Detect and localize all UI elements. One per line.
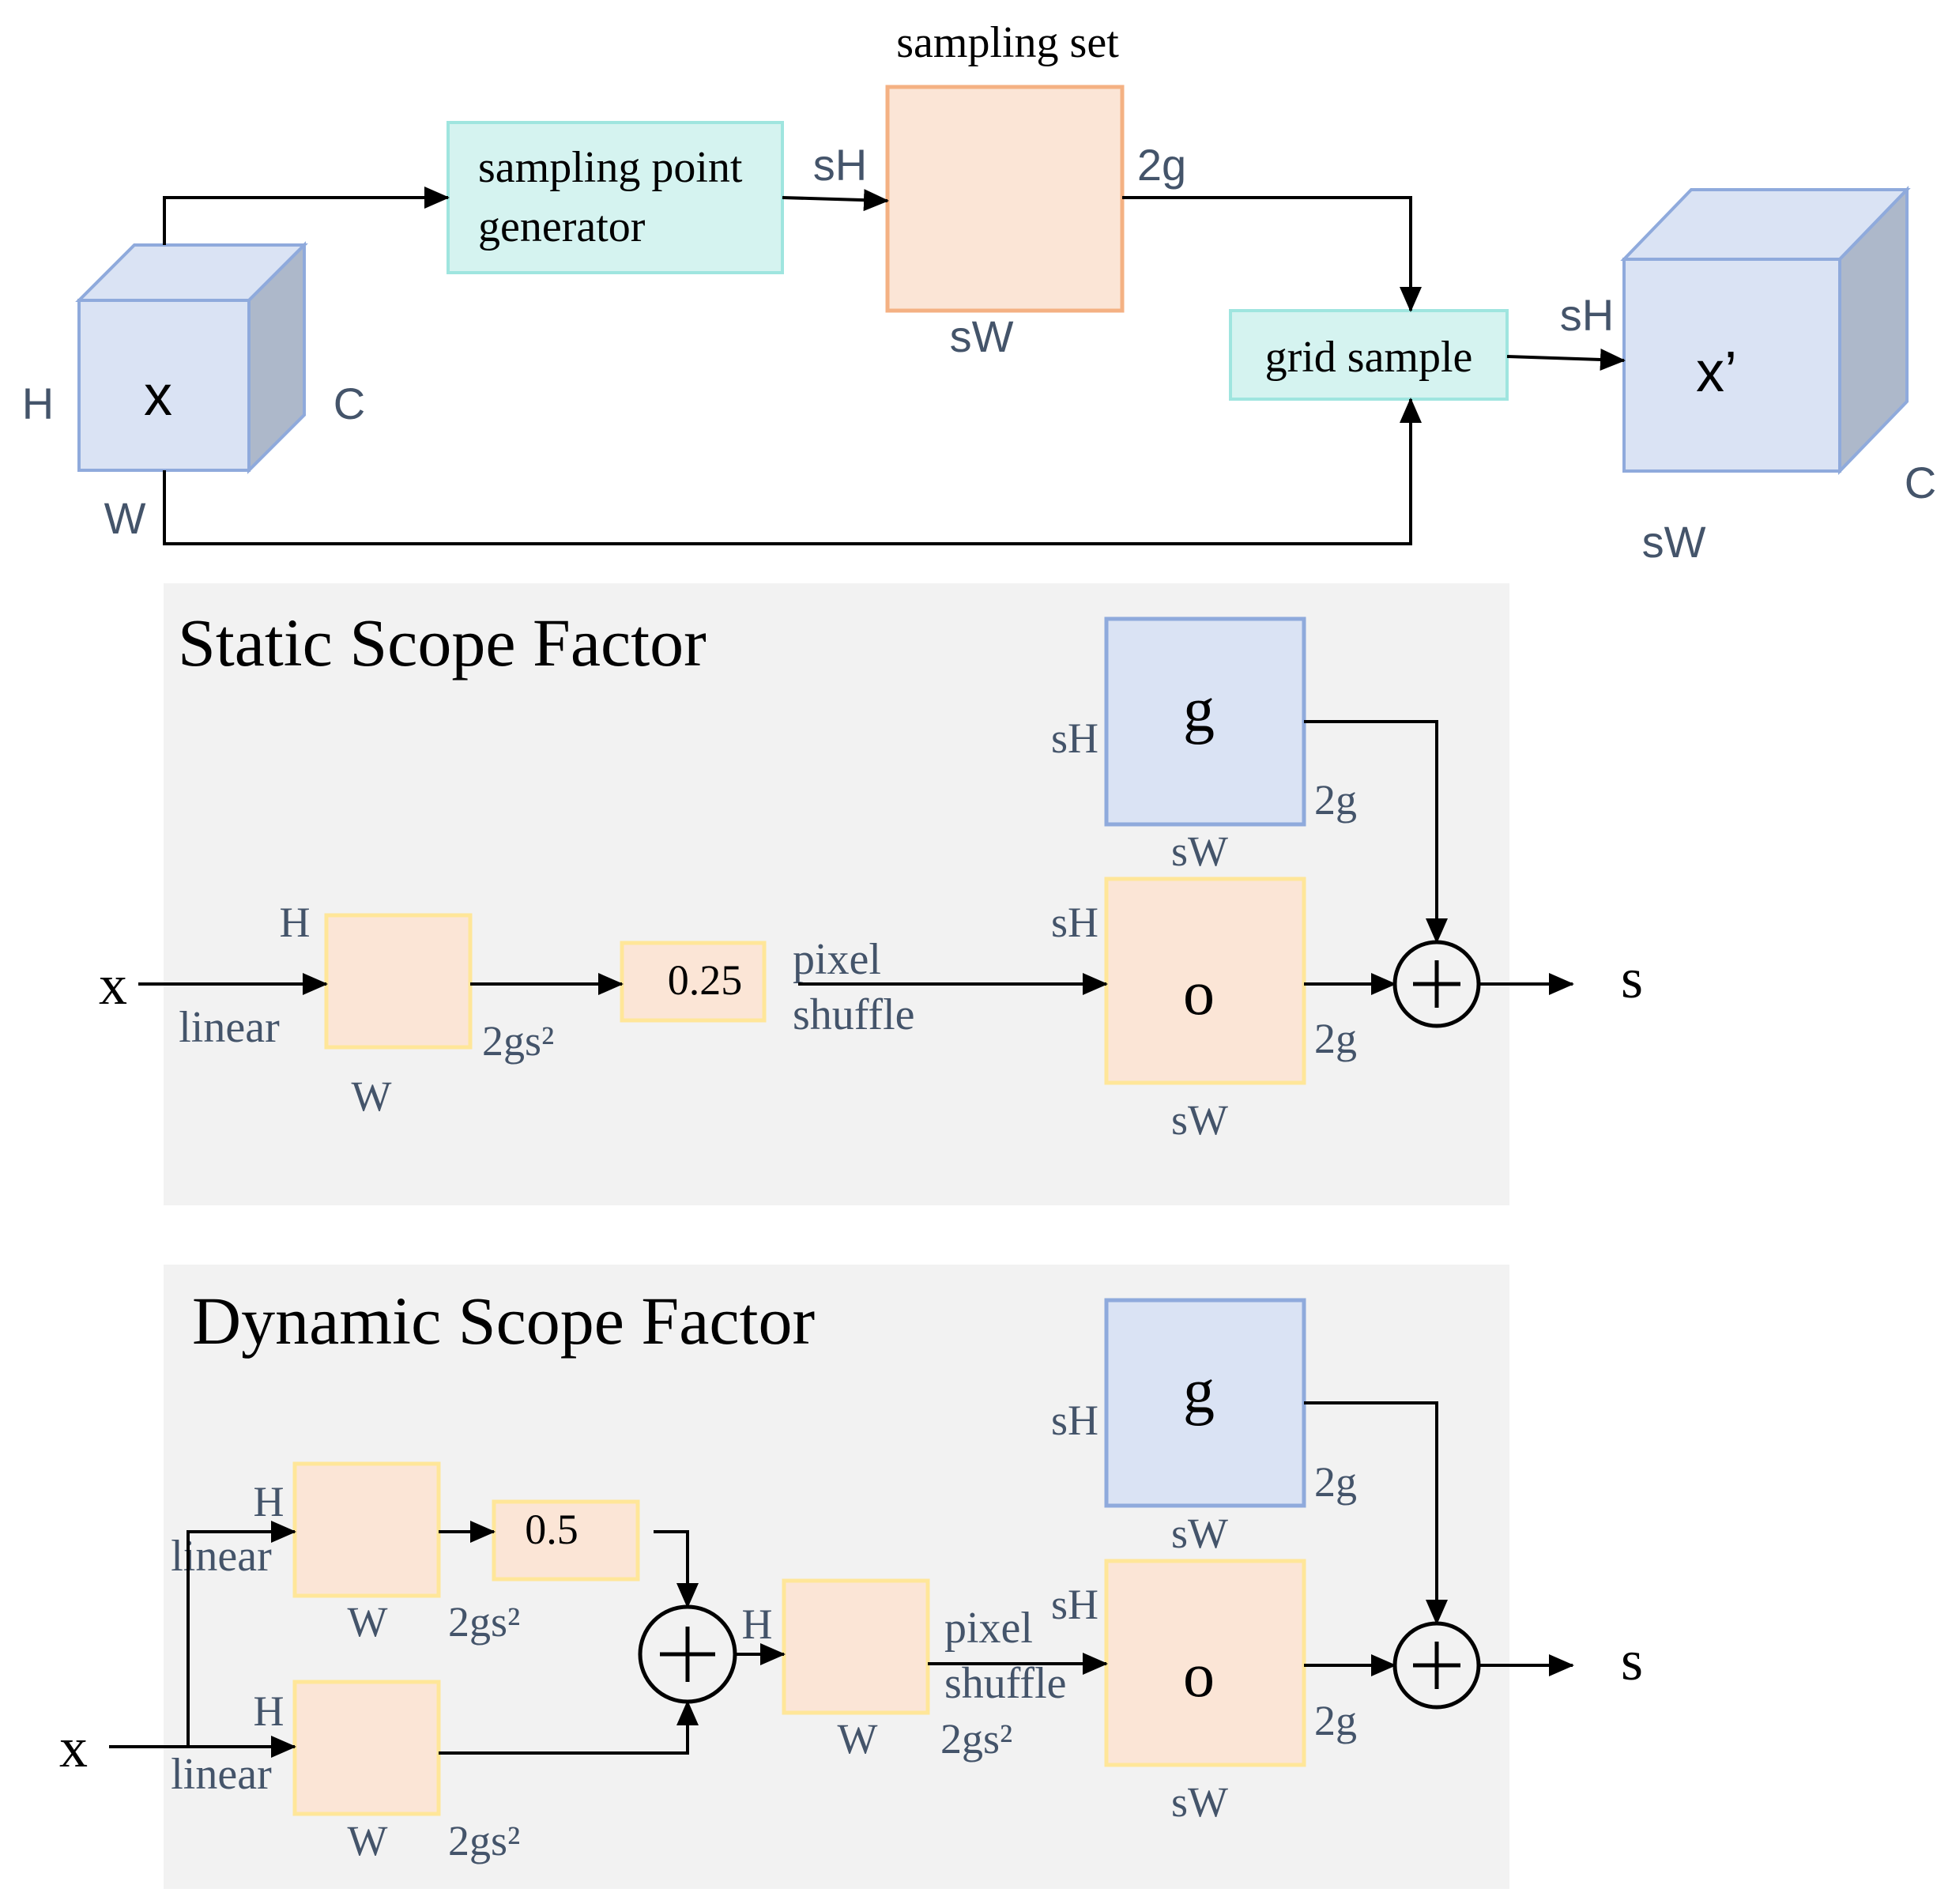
top-pipeline: x H W C sampling point generator samplin… [22,18,1936,567]
dynamic-bottom-feature-box [292,1680,441,1816]
dynamic-top-feature-w-label: W [348,1598,388,1646]
dynamic-panel-title: Dynamic Scope Factor [192,1283,815,1359]
static-input-x: x [99,953,127,1016]
dynamic-arrow-x-to-top-feature [187,1521,296,1747]
generator-label-line1: sampling point [478,143,743,192]
dynamic-o-h-label: sH [1051,1581,1098,1628]
output-cube-w-label: sW [1642,517,1706,567]
static-o-w-label: sW [1171,1096,1228,1144]
static-panel-title: Static Scope Factor [178,605,707,681]
dynamic-mid-feature-h-label: H [742,1600,773,1648]
dynamic-bottom-feature-c-label: 2gs² [448,1817,520,1864]
static-g-box [1104,616,1306,827]
dynamic-g-box [1104,1298,1306,1508]
dynamic-g-w-label: sW [1171,1510,1228,1557]
dynamic-mid-feature-c-label: 2gs² [940,1715,1012,1763]
dynamic-top-feature-c-label: 2gs² [448,1598,520,1646]
dynamic-o-w-label: sW [1171,1778,1228,1826]
static-scale-box [620,941,767,1023]
dynamic-o-label: o [1183,1641,1215,1710]
dynamic-linear-bottom-label: linear [171,1750,272,1799]
static-arrow-g-to-add [1304,720,1448,944]
dynamic-arrow-scale-to-add [654,1530,699,1608]
generator-label-line2: generator [478,202,646,251]
output-cube-h-label: sH [1560,290,1614,340]
dynamic-arrow-bottom-feature-to-add [439,1700,699,1755]
arrow-grid-sample-to-output [1506,348,1626,371]
dynamic-top-feature-h-label: H [254,1478,285,1525]
static-g-h-label: sH [1051,714,1098,762]
dynamic-bottom-feature-h-label: H [254,1687,285,1735]
arrow-x-to-generator [163,187,450,245]
static-scope-factor-panel: Static Scope Factor x linear H W 2gs² 0.… [99,583,1643,1205]
input-cube-w-label: W [104,493,146,543]
dynamic-scope-factor-panel: Dynamic Scope Factor x H linear W 2gs² 0… [59,1265,1643,1889]
dynamic-o-c-label: 2g [1314,1697,1357,1744]
grid-sample-box [1229,309,1509,401]
dynamic-linear-top-label: linear [171,1532,272,1581]
input-cube-x [75,241,308,474]
dynamic-scale-box [492,1499,640,1582]
static-feature-w-label: W [352,1073,392,1120]
static-feature-h-label: H [280,899,311,946]
output-cube-label: x’ [1696,341,1737,404]
sampling-set-box [885,85,1125,313]
sampling-set-title: sampling set [896,18,1119,67]
static-o-c-label: 2g [1314,1015,1357,1062]
sampling-set-c-label: 2g [1137,140,1186,190]
dynamic-input-x: x [59,1716,88,1779]
dynamic-top-feature-box [292,1461,441,1598]
static-g-c-label: 2g [1314,776,1357,824]
dynamic-pixel-shuffle-line1: pixel [944,1604,1033,1653]
dynamic-g-h-label: sH [1051,1397,1098,1444]
dynamic-pixel-shuffle-line2: shuffle [944,1659,1067,1708]
output-cube-c-label: C [1905,458,1936,507]
grid-sample-label: grid sample [1265,333,1473,382]
static-feature-c-label: 2gs² [482,1017,554,1065]
input-cube-h-label: H [22,379,54,428]
static-pixel-shuffle-line2: shuffle [793,990,915,1039]
static-o-label: o [1183,959,1215,1028]
input-cube-c-label: C [333,379,365,428]
static-g-w-label: sW [1171,828,1228,875]
dynamic-scale-value: 0.5 [525,1506,578,1553]
dynamic-output-s: s [1621,1629,1643,1692]
arrow-sampling-set-to-grid-sample [1122,196,1422,312]
static-linear-label: linear [179,1003,280,1052]
output-cube-x-prime [1620,186,1911,475]
static-o-h-label: sH [1051,899,1098,946]
dynamic-g-c-label: 2g [1314,1458,1357,1506]
static-g-label: g [1183,676,1215,745]
sampling-point-generator-box [447,121,784,274]
static-output-s: s [1621,947,1643,1010]
sampling-set-w-label: sW [950,311,1014,361]
dynamic-g-label: g [1183,1357,1215,1427]
sampling-set-h-label: sH [813,140,867,190]
static-feature-box [324,913,473,1050]
dynamic-bottom-feature-w-label: W [348,1817,388,1864]
dynamic-arrow-g-to-add [1304,1401,1448,1625]
input-cube-label: x [144,364,172,428]
dynamic-mid-feature-box [782,1578,930,1715]
dynamic-mid-feature-w-label: W [838,1715,878,1763]
arrow-generator-to-sampling-set [782,189,889,212]
arrow-x-to-grid-sample [163,398,1422,545]
static-pixel-shuffle-line1: pixel [793,935,881,984]
static-scale-value: 0.25 [668,956,743,1004]
static-o-box [1104,877,1306,1085]
